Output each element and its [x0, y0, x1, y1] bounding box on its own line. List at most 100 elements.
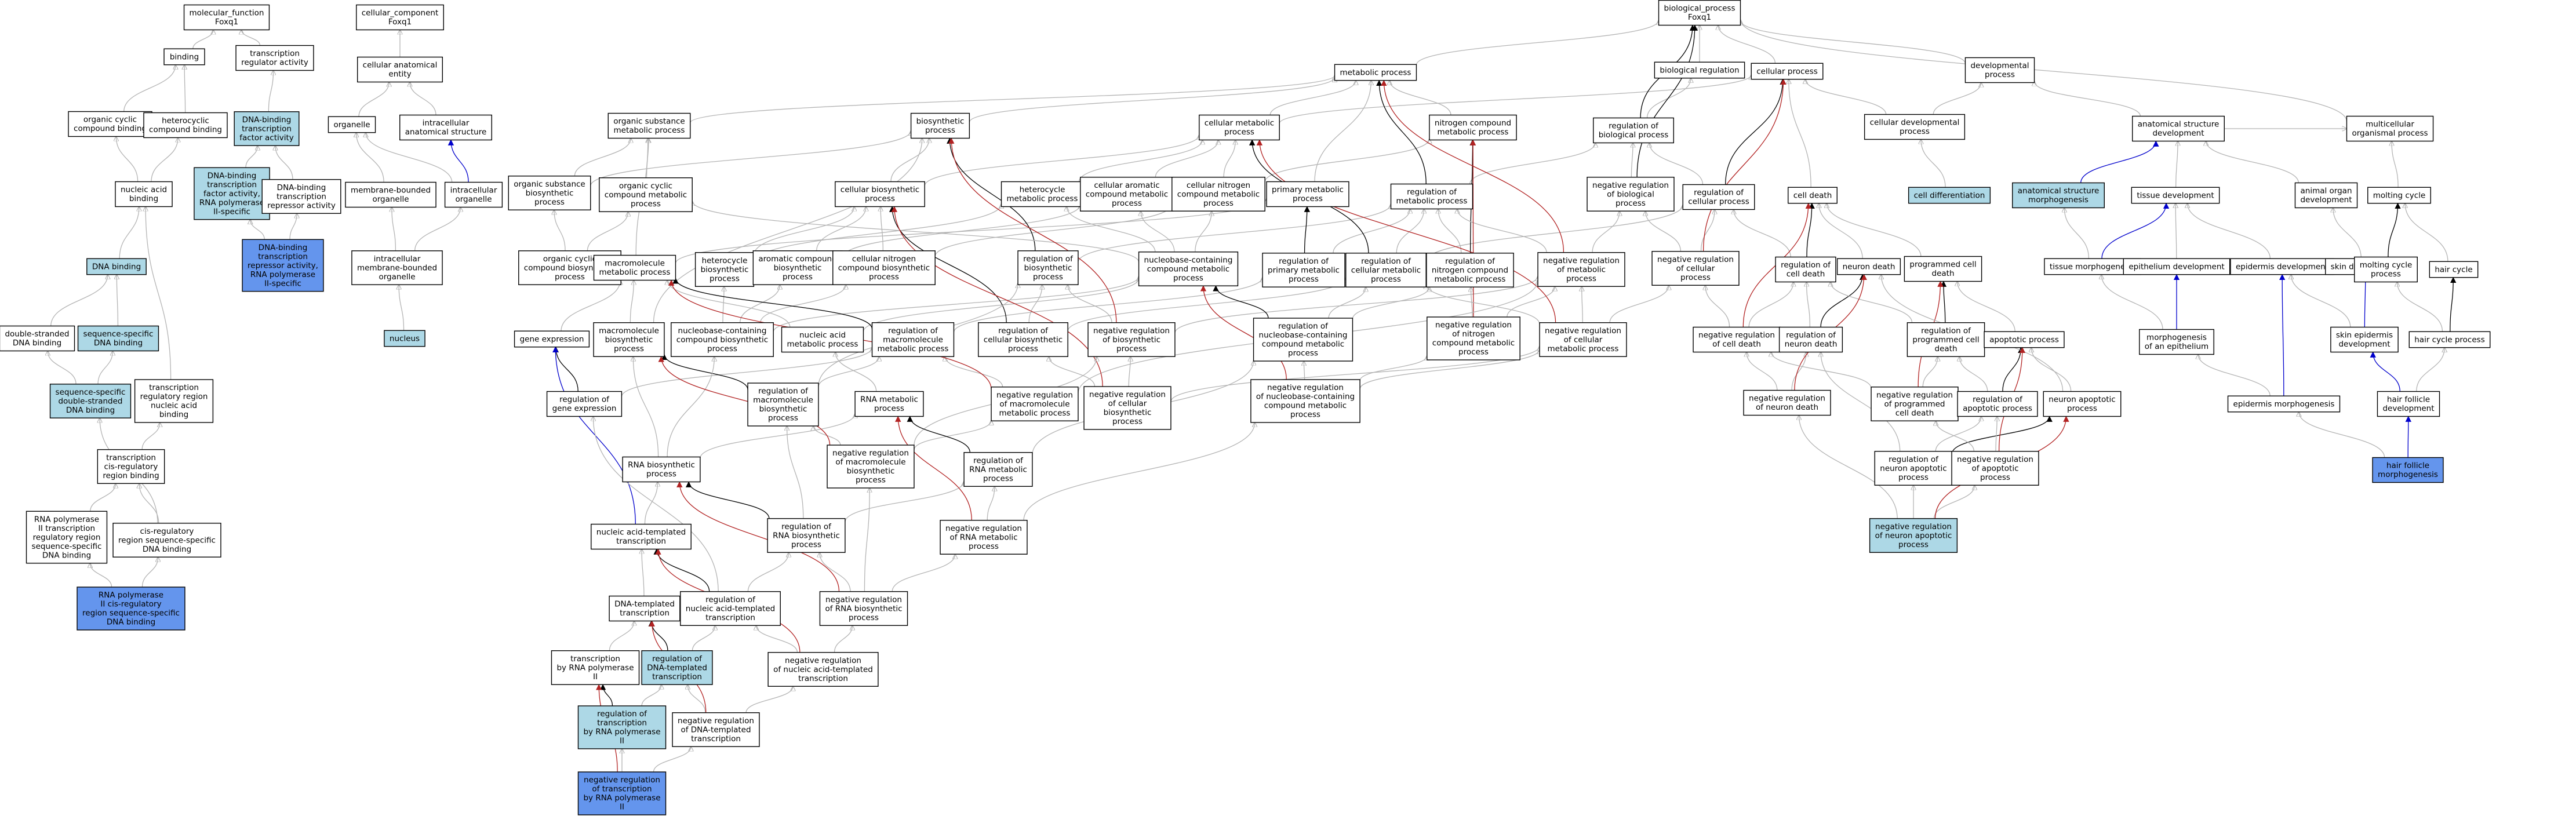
go-term-label: negative regulation	[1657, 255, 1734, 264]
go-term-label: compound metabolic	[1262, 340, 1344, 349]
go-term-label: transcription	[597, 719, 647, 728]
go-term-node: nucleus	[384, 330, 425, 347]
go-term-box	[2294, 182, 2358, 209]
go-term-label: multicellular	[2366, 120, 2414, 129]
go-term-label: DNA-binding	[208, 171, 257, 180]
go-term-label: membrane-bounded	[351, 186, 431, 195]
go-term-label: binding	[170, 52, 199, 61]
relation-edge	[245, 145, 257, 168]
go-term-box	[1864, 114, 1966, 140]
relation-edge	[1996, 417, 1997, 451]
go-term-box	[1171, 177, 1265, 212]
go-term-box	[183, 4, 270, 31]
relation-edge	[151, 138, 178, 182]
go-term-box	[2429, 261, 2479, 278]
relation-edge	[1352, 287, 1429, 319]
go-term-label: regulation of	[888, 326, 938, 336]
go-term-label: compound binding	[74, 124, 147, 133]
go-term-label: compound metabolic	[1147, 264, 1229, 274]
go-term-label: development	[2338, 340, 2390, 349]
go-term-label: metabolic process	[599, 268, 671, 277]
go-term-label: repressor activity,	[248, 261, 318, 270]
go-term-label: biological process	[1599, 130, 1669, 140]
go-term-label: cellular nitrogen	[1187, 181, 1250, 190]
go-term-box	[781, 326, 864, 353]
go-term-label: anatomical structure	[2018, 187, 2100, 196]
relation-edge	[609, 621, 634, 651]
go-term-label: primary metabolic	[1272, 185, 1344, 195]
relation-edge	[1200, 285, 1287, 380]
relation-edge	[1952, 416, 2053, 454]
go-term-box	[1874, 451, 1953, 486]
go-term-label: hair cycle process	[2414, 335, 2484, 344]
relation-edge	[889, 206, 1007, 323]
go-term-label: process	[1116, 344, 1147, 354]
relation-edge	[692, 201, 1140, 263]
go-term-label: regulation of	[597, 709, 647, 719]
go-term-label: process	[1290, 410, 1320, 420]
go-term-label: II cis-regulatory	[100, 600, 161, 609]
go-term-box	[112, 523, 221, 558]
relation-edge	[2392, 141, 2399, 188]
go-term-box	[835, 181, 925, 207]
go-term-label: process	[969, 542, 999, 551]
go-term-label: biosynthetic	[605, 335, 653, 344]
relation-edge	[2450, 276, 2457, 332]
go-term-label: negative regulation	[785, 656, 861, 665]
go-term-box	[1587, 177, 1675, 212]
relation-edge	[1734, 210, 1791, 257]
go-term-label: neuron apoptotic	[2049, 395, 2115, 405]
go-term-label: epidermis morphogenesis	[2233, 399, 2335, 409]
go-term-label: RNA biosynthetic	[628, 461, 695, 470]
go-term-label: process	[768, 414, 798, 423]
go-term-box	[978, 322, 1068, 357]
go-term-box	[384, 330, 425, 347]
go-term-label: biological_process	[1664, 4, 1735, 13]
relation-edge	[642, 549, 645, 596]
go-term-label: metabolic process	[1548, 344, 1619, 354]
go-term-box	[1836, 258, 1901, 275]
go-term-label: metabolic process	[614, 126, 685, 135]
go-term-label: metabolic process	[787, 340, 858, 349]
go-term-label: negative regulation	[1698, 331, 1775, 340]
relation-edge	[948, 137, 1117, 323]
go-term-box	[2139, 329, 2214, 355]
go-term-label: nitrogen compound	[1435, 119, 1511, 128]
go-term-label: cellular developmental	[1870, 118, 1960, 128]
go-term-box	[1775, 256, 1836, 283]
go-term-box	[2408, 331, 2491, 348]
go-term-label: anatomical structure	[405, 128, 487, 137]
go-term-box	[2012, 182, 2105, 209]
relation-edge	[1799, 416, 1898, 519]
relation-edge	[1328, 287, 1366, 319]
relation-edge	[2035, 82, 2141, 116]
go-term-label: cellular process	[1756, 67, 1818, 76]
go-term-label: process	[783, 272, 813, 282]
go-term-box	[622, 456, 701, 483]
relation-edge	[1174, 276, 1538, 333]
relation-edge	[1359, 349, 1540, 389]
go-term-label: organelle	[455, 195, 492, 204]
relation-edge	[1748, 282, 1793, 327]
go-term-label: intracellular	[423, 119, 470, 128]
go-term-label: metabolic process	[1007, 194, 1078, 203]
relation-edge	[1705, 285, 1730, 327]
